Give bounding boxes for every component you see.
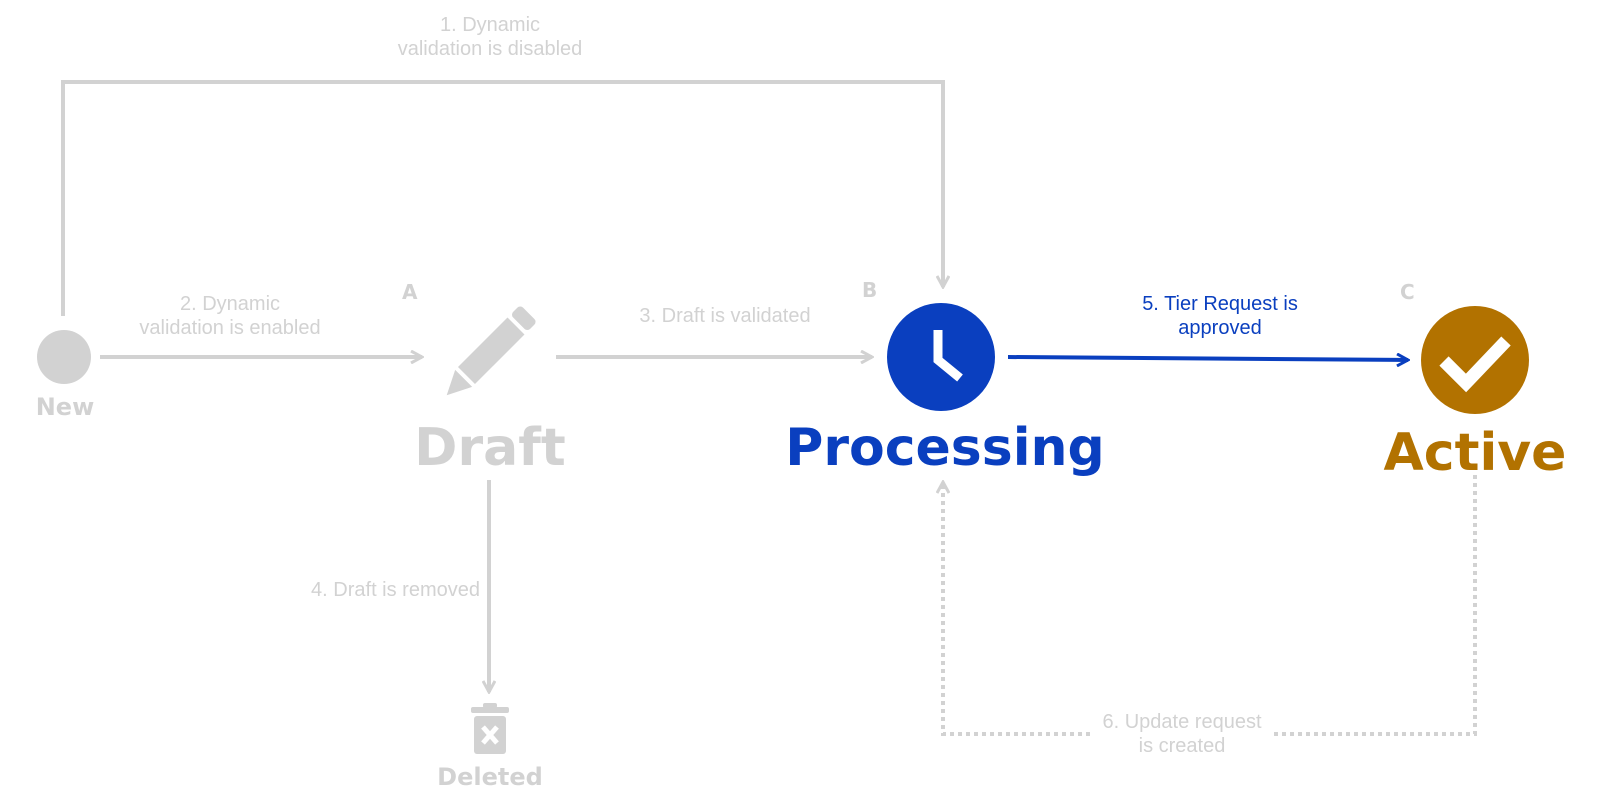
state-deleted-label: Deleted bbox=[437, 763, 543, 791]
state-new-label: New bbox=[35, 393, 95, 421]
transition-2-label: 2. Dynamic validation is enabled bbox=[139, 293, 321, 339]
arrow-processing-to-active bbox=[1007, 357, 1408, 360]
state-draft-label: Draft bbox=[414, 418, 566, 478]
transition-1-label: 1. Dynamic validation is disabled bbox=[360, 13, 620, 61]
pencil-icon bbox=[446, 306, 536, 396]
state-processing-letter: B bbox=[862, 278, 878, 302]
transition-6-label: 6. Update request is created bbox=[1102, 711, 1262, 757]
state-active-letter: C bbox=[1400, 280, 1415, 304]
state-draft-letter: A bbox=[402, 280, 418, 304]
arrow-new-to-processing bbox=[61, 80, 943, 316]
arrow-active-to-processing bbox=[943, 475, 1477, 736]
transition-3-label: 3. Draft is validated bbox=[639, 305, 811, 327]
clock-icon bbox=[887, 303, 995, 411]
trash-icon bbox=[471, 703, 509, 754]
transition-5-label: 5. Tier Request is approved bbox=[1142, 293, 1298, 339]
state-processing-label: Processing bbox=[785, 418, 1105, 478]
transition-4-label: 4. Draft is removed bbox=[311, 579, 480, 601]
state-active-label: Active bbox=[1383, 423, 1567, 483]
filled-circle-icon bbox=[37, 330, 91, 384]
checkmark-icon bbox=[1421, 306, 1529, 414]
